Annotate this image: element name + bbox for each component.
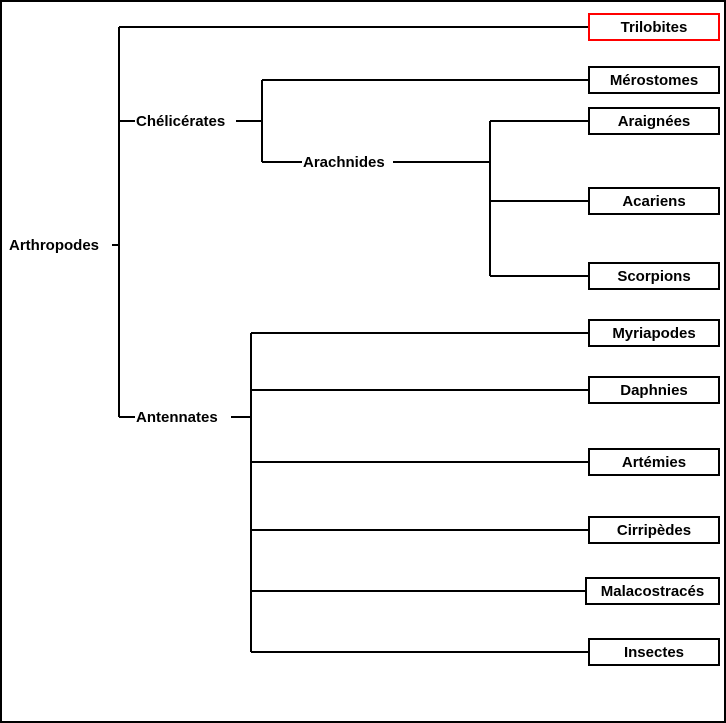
taxon-box-araignees[interactable]: Araignées — [588, 107, 720, 135]
taxon-box-daphnies[interactable]: Daphnies — [588, 376, 720, 404]
node-label-chelicerates: Chélicérates — [135, 113, 227, 130]
taxon-box-cirripedes[interactable]: Cirripèdes — [588, 516, 720, 544]
node-label-arachnides: Arachnides — [302, 154, 386, 171]
taxon-box-myriapodes[interactable]: Myriapodes — [588, 319, 720, 347]
taxon-box-scorpions[interactable]: Scorpions — [588, 262, 720, 290]
taxon-box-insectes[interactable]: Insectes — [588, 638, 720, 666]
taxon-box-malacostraces[interactable]: Malacostracés — [585, 577, 720, 605]
taxon-box-merostomes[interactable]: Mérostomes — [588, 66, 720, 94]
taxon-box-trilobites[interactable]: Trilobites — [588, 13, 720, 41]
taxon-box-acariens[interactable]: Acariens — [588, 187, 720, 215]
taxon-box-artemies[interactable]: Artémies — [588, 448, 720, 476]
node-label-arthropodes: Arthropodes — [8, 237, 100, 254]
node-label-antennates: Antennates — [135, 409, 219, 426]
